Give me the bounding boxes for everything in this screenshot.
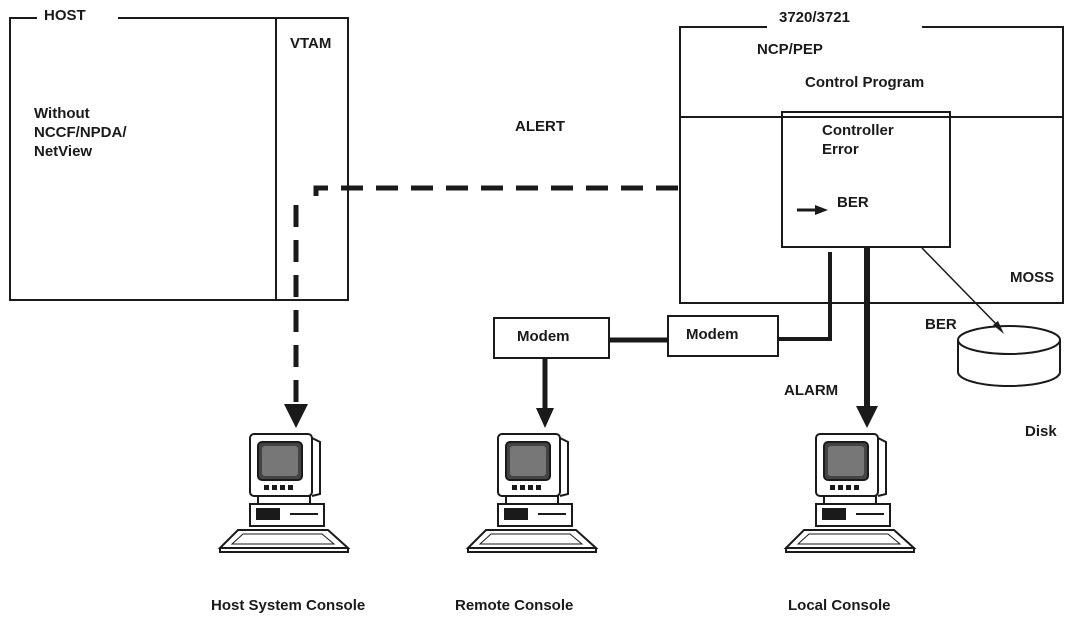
monitor-button <box>846 485 851 490</box>
alert-label: ALERT <box>515 118 565 135</box>
monitor-button <box>528 485 533 490</box>
control-program-label: Control Program <box>805 74 925 91</box>
host-description-line: Without <box>34 105 90 122</box>
host-title: HOST <box>44 7 86 24</box>
ncp-pep-label: NCP/PEP <box>757 41 823 58</box>
keyboard-edge <box>219 548 349 553</box>
host-description: Without NCCF/NPDA/ NetView <box>34 104 127 161</box>
controller-modem-link <box>778 252 832 341</box>
remote-arrow-head <box>536 408 554 428</box>
keyboard-keys <box>478 533 584 545</box>
ber-label: BER <box>925 316 957 333</box>
computer-terminal-icon <box>783 433 917 553</box>
error-ber-label: BER <box>837 194 869 211</box>
controller-box <box>679 26 1064 304</box>
controller-error-line: Controller <box>822 122 894 139</box>
screen-glare <box>262 446 298 476</box>
alert-arrow-head <box>284 404 308 428</box>
alert-path <box>284 185 678 428</box>
monitor-button <box>830 485 835 490</box>
host-description-line: NCCF/NPDA/ <box>34 124 127 141</box>
modem-box-right <box>667 315 779 357</box>
monitor-button <box>288 485 293 490</box>
remote-console-caption: Remote Console <box>455 597 574 614</box>
drive-slot <box>256 508 280 520</box>
monitor-button <box>280 485 285 490</box>
monitor-button <box>520 485 525 490</box>
host-description-line: NetView <box>34 143 93 160</box>
modem-left-label: Modem <box>517 328 570 345</box>
modem-right-label: Modem <box>686 326 739 343</box>
controller-title: 3720/3721 <box>779 9 850 26</box>
system-unit <box>815 503 891 527</box>
monitor-stand <box>257 495 311 505</box>
host-system-console-caption: Host System Console <box>211 597 366 614</box>
disk-label: Disk <box>1025 423 1057 440</box>
ber-arrow-head <box>993 321 1004 334</box>
keyboard-edge <box>467 548 597 553</box>
local-console-caption: Local Console <box>788 597 891 614</box>
keyboard-keys <box>230 533 336 545</box>
keyboard-keys <box>796 533 902 545</box>
internal-arrow-head <box>815 205 828 215</box>
monitor-button <box>512 485 517 490</box>
monitor-button <box>264 485 269 490</box>
monitor-side <box>311 437 321 497</box>
moss-label: MOSS <box>1010 269 1055 286</box>
keyboard <box>783 529 917 549</box>
ber-link <box>921 247 1001 329</box>
system-unit <box>249 503 325 527</box>
monitor-button <box>272 485 277 490</box>
vtam-label: VTAM <box>290 35 332 52</box>
alarm-arrow-head <box>856 406 878 428</box>
monitor-stand <box>823 495 877 505</box>
controller-error-box <box>781 111 951 248</box>
monitor-side <box>559 437 569 497</box>
screen-glare <box>828 446 864 476</box>
drive-slot <box>822 508 846 520</box>
drive-slot <box>504 508 528 520</box>
monitor-side <box>877 437 887 497</box>
computer-terminal-icon <box>465 433 599 553</box>
monitor-button <box>838 485 843 490</box>
monitor-button <box>854 485 859 490</box>
system-unit <box>497 503 573 527</box>
keyboard <box>465 529 599 549</box>
keyboard <box>217 529 351 549</box>
disk-icon <box>957 325 1061 387</box>
alarm-label: ALARM <box>784 382 839 399</box>
monitor-button <box>536 485 541 490</box>
controller-error-line: Error <box>822 141 859 158</box>
computer-terminal-icon <box>217 433 351 553</box>
host-box <box>9 17 349 301</box>
screen-glare <box>510 446 546 476</box>
controller-error-label: Controller Error <box>822 121 894 159</box>
monitor-stand <box>505 495 559 505</box>
keyboard-edge <box>785 548 915 553</box>
